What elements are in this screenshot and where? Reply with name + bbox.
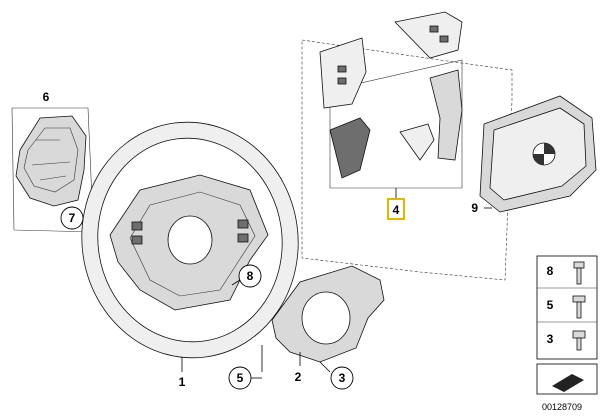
legend-label-5: 5	[547, 298, 554, 312]
callout-4-highlight-box	[387, 198, 405, 220]
screw-icon-8	[573, 261, 585, 285]
cover-set-box	[329, 59, 463, 189]
spring-plate	[15, 115, 87, 207]
callout-7: 7	[69, 211, 76, 225]
callout-5: 5	[237, 371, 244, 385]
spring-plate-inner	[23, 127, 79, 193]
callout-1: 1	[179, 375, 186, 389]
bracket-group[interactable]: 2 5 3	[228, 265, 385, 390]
fastener-legend: 8 5 3 00128709	[536, 255, 598, 412]
callout-circle-5	[228, 366, 252, 390]
callout-3: 3	[339, 371, 346, 385]
legend-label-3: 3	[547, 332, 554, 346]
right-switch-cover	[394, 11, 463, 59]
screw-icon-5	[572, 295, 586, 319]
screw-8-callout-group[interactable]: 8	[231, 264, 262, 288]
steering-wheel-group[interactable]: 1	[67, 108, 314, 389]
callout-circle-8	[238, 264, 262, 288]
bracket-hole	[301, 291, 351, 345]
callout-2: 2	[295, 370, 302, 384]
left-button-2	[131, 235, 143, 245]
trim-middle	[399, 123, 435, 161]
spring-plate-group[interactable]: 7 6	[11, 90, 96, 233]
callout-8: 8	[247, 269, 254, 283]
airbag-group[interactable]: 9	[471, 95, 597, 215]
callout-6: 6	[43, 90, 50, 104]
legend-label-8: 8	[547, 264, 554, 278]
diagram-number: 00128709	[542, 402, 582, 412]
callout-circle-3	[330, 366, 354, 390]
callout-9: 9	[471, 201, 478, 215]
trim-left	[329, 117, 371, 179]
arrow-symbol-icon	[552, 374, 584, 392]
left-switch-cover	[319, 37, 367, 109]
screw-icon-3	[572, 330, 586, 351]
cover-set-group[interactable]: 4	[301, 11, 513, 281]
right-button-2	[237, 233, 249, 243]
trim-right	[429, 69, 463, 161]
right-button	[237, 219, 249, 229]
callout-4: 4	[393, 203, 400, 217]
steering-wheel-center	[167, 215, 213, 265]
left-button	[131, 221, 143, 231]
